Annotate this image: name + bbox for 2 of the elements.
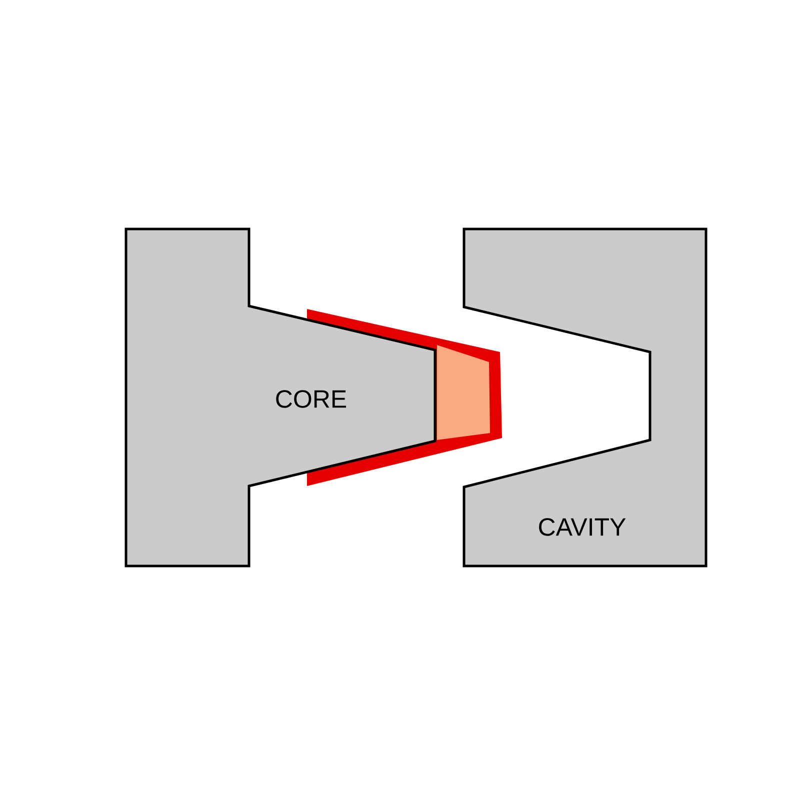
core-block: CORE — [124, 228, 436, 568]
cavity-block: CAVITY — [462, 228, 708, 568]
